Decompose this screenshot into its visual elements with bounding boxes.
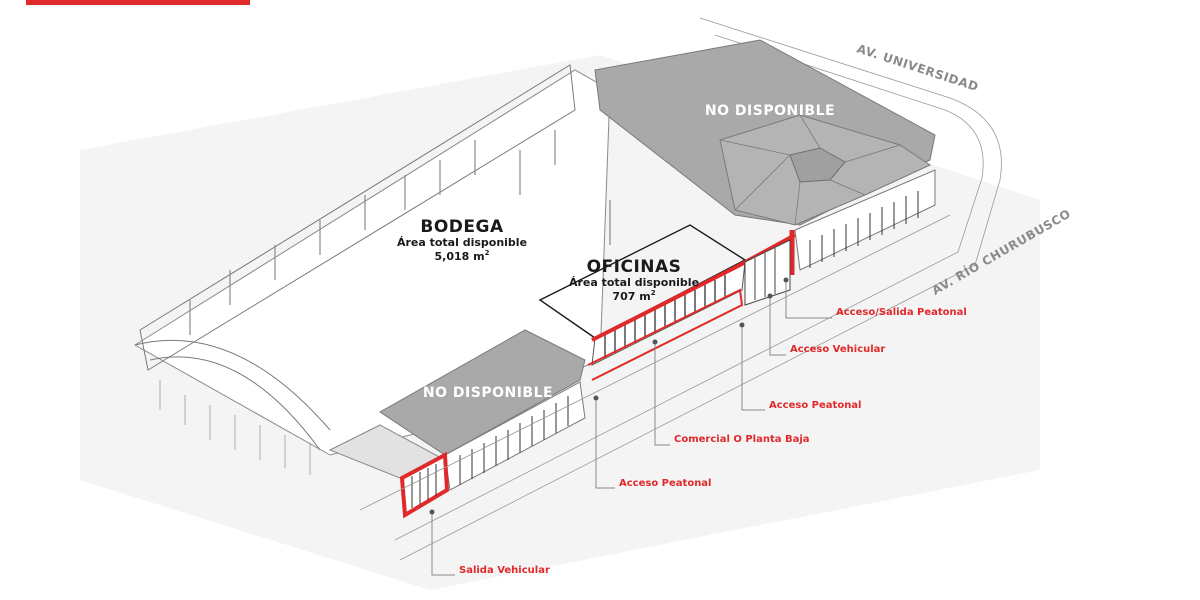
callout-acceso-salida-peatonal: Acceso/Salida Peatonal [836, 307, 967, 318]
callout-salida-vehicular: Salida Vehicular [459, 565, 550, 576]
bodega-columns [189, 130, 611, 335]
oficinas-title: OFICINAS [587, 257, 682, 277]
oficinas-area-value: 707 m2 [612, 289, 655, 303]
oficinas-area-label: Área total disponible [569, 276, 699, 289]
top-facade-windows [809, 191, 919, 268]
oficinas-red-edge [591, 233, 796, 342]
oficinas-windows [604, 275, 726, 358]
comercial-red-band [587, 288, 744, 381]
callout-markers [429, 277, 789, 515]
entrance-facade [744, 239, 791, 306]
gate-bars [411, 464, 437, 508]
no-disponible-top-facade [794, 169, 936, 271]
bodega-arch-roof-edge [134, 339, 331, 431]
street-label-universidad: AV. UNIVERSIDAD [855, 42, 980, 95]
no-disponible-bottom-label: NO DISPONIBLE [423, 385, 553, 401]
sidewalk [359, 214, 951, 511]
callout-acceso-peatonal-right: Acceso Peatonal [769, 400, 862, 411]
bodega-area-label: Área total disponible [397, 236, 527, 249]
no-disponible-top-label: NO DISPONIBLE [705, 103, 835, 119]
bodega-title: BODEGA [420, 217, 504, 237]
bodega-back-wall [139, 64, 576, 371]
callout-acceso-vehicular: Acceso Vehicular [790, 344, 885, 355]
no-disponible-top-lantern [789, 147, 846, 183]
no-disponible-bottom-roof [379, 329, 586, 456]
bodega-area-value: 5,018 m2 [435, 249, 490, 263]
callout-comercial: Comercial O Planta Baja [674, 434, 810, 445]
callout-leaders [431, 280, 832, 576]
header-accent-bar [26, 0, 250, 5]
callout-acceso-peatonal-left: Acceso Peatonal [619, 478, 712, 489]
street-curb [399, 17, 1002, 561]
bodega-arch-roof [149, 356, 321, 451]
street-curb-inner [394, 34, 984, 541]
dome-ribs [719, 114, 901, 226]
bodega-side-wall-panels [159, 380, 311, 475]
